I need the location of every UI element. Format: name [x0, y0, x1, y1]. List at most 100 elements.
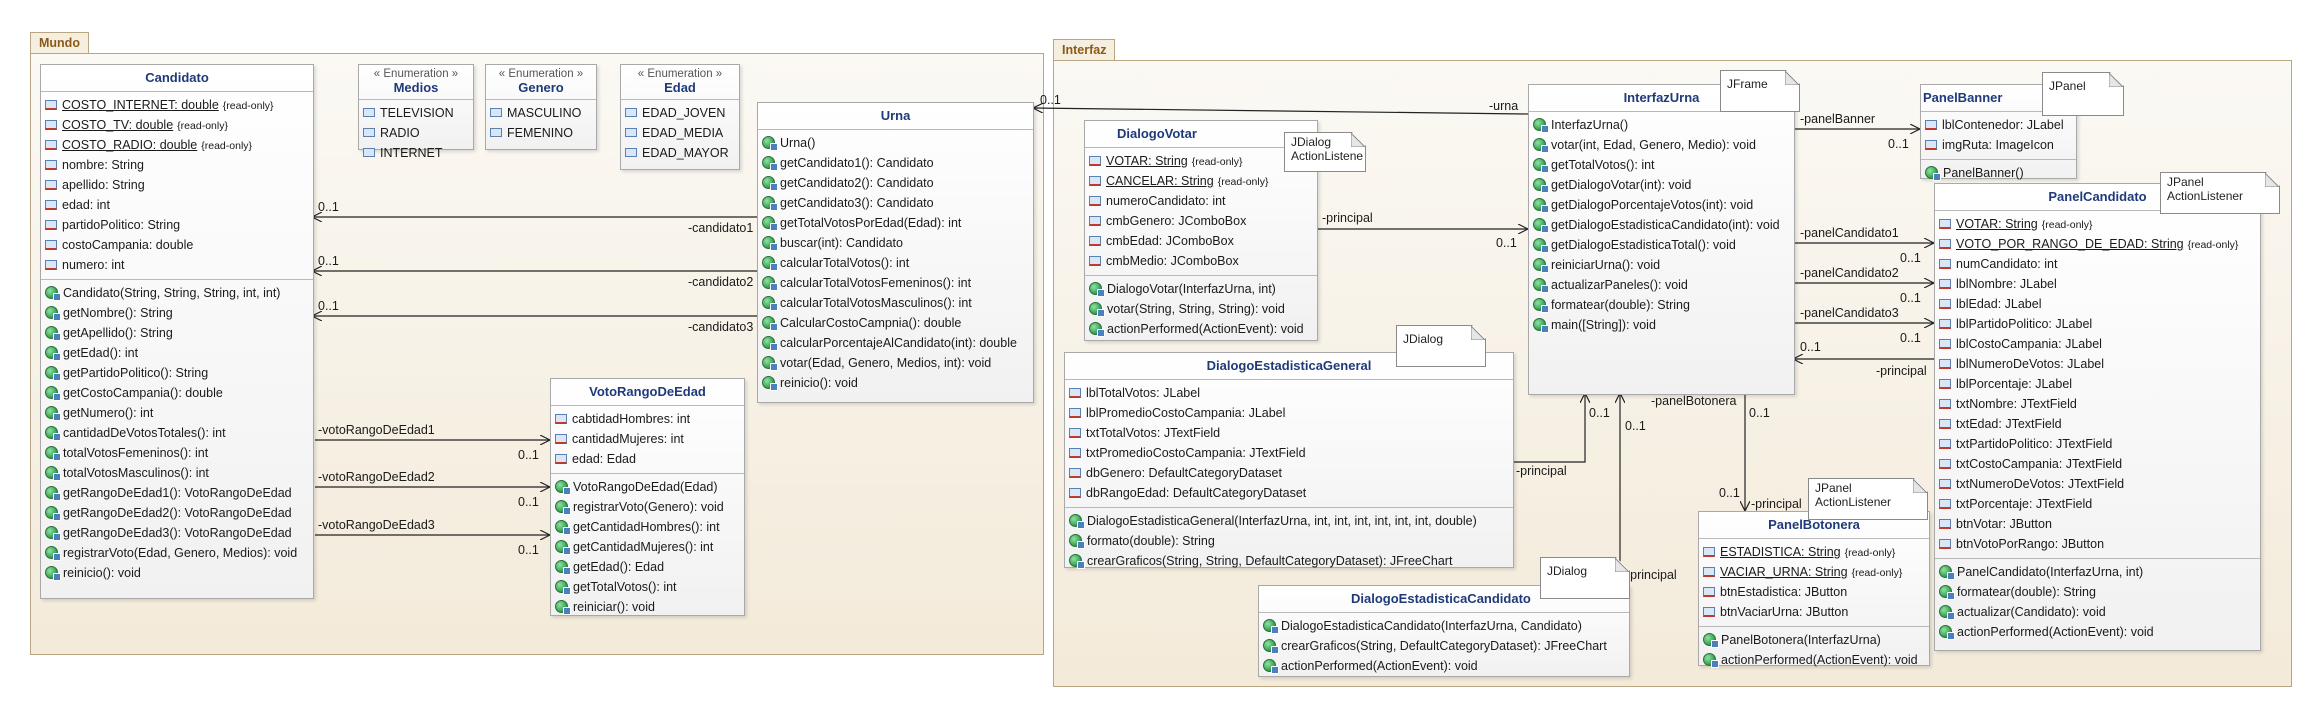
operation-row[interactable]: getRangoDeEdad3(): VotoRangoDeEdad [41, 523, 313, 543]
operation-row[interactable]: getCantidadMujeres(): int [551, 537, 744, 557]
operation-row[interactable]: VotoRangoDeEdad(Edad) [551, 477, 744, 497]
class-panelbotonera[interactable]: PanelBotonera ESTADISTICA: String{read-o… [1698, 511, 1930, 669]
attribute-row[interactable]: txtNumeroDeVotos: JTextField [1935, 474, 2260, 494]
operation-row[interactable]: getCandidato1(): Candidato [758, 153, 1033, 173]
operation-row[interactable]: cantidadDeVotosTotales(): int [41, 423, 313, 443]
operation-row[interactable]: getCandidato2(): Candidato [758, 173, 1033, 193]
enum-literal-row[interactable]: MASCULINO [486, 103, 596, 123]
operation-row[interactable]: getRangoDeEdad2(): VotoRangoDeEdad [41, 503, 313, 523]
operation-row[interactable]: getDialogoPorcentajeVotos(int): void [1529, 195, 1794, 215]
operation-row[interactable]: actualizarPaneles(): void [1529, 275, 1794, 295]
enum-literal-row[interactable]: EDAD_MAYOR [621, 143, 739, 163]
class-dialogovotar[interactable]: DialogoVotar VOTAR: String{read-only}CAN… [1084, 120, 1318, 341]
attribute-row[interactable]: cmbGenero: JComboBox [1085, 211, 1317, 231]
operation-row[interactable]: Candidato(String, String, String, int, i… [41, 283, 313, 303]
operation-row[interactable]: getDialogoEstadisticaCandidato(int): voi… [1529, 215, 1794, 235]
operation-row[interactable]: CalcularCostoCampnia(): double [758, 313, 1033, 333]
operation-row[interactable]: totalVotosFemeninos(): int [41, 443, 313, 463]
operation-row[interactable]: actionPerformed(ActionEvent): void [1259, 656, 1629, 676]
attribute-row[interactable]: lblEdad: JLabel [1935, 294, 2260, 314]
operation-row[interactable]: votar(int, Edad, Genero, Medio): void [1529, 135, 1794, 155]
attribute-row[interactable]: txtNombre: JTextField [1935, 394, 2260, 414]
attribute-row[interactable]: txtPromedioCostoCampania: JTextField [1065, 443, 1513, 463]
attribute-row[interactable]: edad: int [41, 195, 313, 215]
attribute-row[interactable]: partidoPolitico: String [41, 215, 313, 235]
operation-row[interactable]: calcularTotalVotos(): int [758, 253, 1033, 273]
operation-row[interactable]: reinicio(): void [41, 563, 313, 583]
attribute-row[interactable]: edad: Edad [551, 449, 744, 469]
enum-literal-row[interactable]: TELEVISION [359, 103, 473, 123]
operation-row[interactable]: reiniciarUrna(): void [1529, 255, 1794, 275]
operation-row[interactable]: formato(double): String [1065, 531, 1513, 551]
operation-row[interactable]: Urna() [758, 133, 1033, 153]
attribute-row[interactable]: lblPromedioCostoCampania: JLabel [1065, 403, 1513, 423]
class-dialogoestadisticageneral[interactable]: DialogoEstadisticaGeneral lblTotalVotos:… [1064, 352, 1514, 571]
enum-literal-row[interactable]: RADIO [359, 123, 473, 143]
attribute-row[interactable]: btnEstadistica: JButton [1699, 582, 1929, 602]
operation-row[interactable]: getCantidadHombres(): int [551, 517, 744, 537]
attribute-row[interactable]: imgRuta: ImageIcon [1921, 135, 2076, 155]
operation-row[interactable]: calcularTotalVotosFemeninos(): int [758, 273, 1033, 293]
attribute-row[interactable]: txtPartidoPolitico: JTextField [1935, 434, 2260, 454]
operation-row[interactable]: totalVotosMasculinos(): int [41, 463, 313, 483]
attribute-row[interactable]: lblTotalVotos: JLabel [1065, 383, 1513, 403]
attribute-row[interactable]: lblPartidoPolitico: JLabel [1935, 314, 2260, 334]
enum-literal-row[interactable]: INTERNET [359, 143, 473, 163]
attribute-row[interactable]: lblPorcentaje: JLabel [1935, 374, 2260, 394]
operation-row[interactable]: getEdad(): int [41, 343, 313, 363]
enum-literal-row[interactable]: FEMENINO [486, 123, 596, 143]
operation-row[interactable]: getTotalVotosPorEdad(Edad): int [758, 213, 1033, 233]
attribute-row[interactable]: VOTAR: String{read-only} [1085, 151, 1317, 171]
operation-row[interactable]: InterfazUrna() [1529, 115, 1794, 135]
attribute-row[interactable]: txtPorcentaje: JTextField [1935, 494, 2260, 514]
operation-row[interactable]: buscar(int): Candidato [758, 233, 1033, 253]
operation-row[interactable]: reiniciar(): void [551, 597, 744, 617]
attribute-row[interactable]: cmbMedio: JComboBox [1085, 251, 1317, 271]
operation-row[interactable]: getCandidato3(): Candidato [758, 193, 1033, 213]
operation-row[interactable]: getEdad(): Edad [551, 557, 744, 577]
attribute-row[interactable]: ESTADISTICA: String{read-only} [1699, 542, 1929, 562]
operation-row[interactable]: getCostoCampania(): double [41, 383, 313, 403]
attribute-row[interactable]: cmbEdad: JComboBox [1085, 231, 1317, 251]
operation-row[interactable]: DialogoEstadisticaCandidato(InterfazUrna… [1259, 616, 1629, 636]
operation-row[interactable]: registrarVoto(Edad, Genero, Medios): voi… [41, 543, 313, 563]
operation-row[interactable]: crearGraficos(String, String, DefaultCat… [1065, 551, 1513, 571]
attribute-row[interactable]: cabtidadHombres: int [551, 409, 744, 429]
operation-row[interactable]: getNumero(): int [41, 403, 313, 423]
attribute-row[interactable]: VOTO_POR_RANGO_DE_EDAD: String{read-only… [1935, 234, 2260, 254]
operation-row[interactable]: main([String]): void [1529, 315, 1794, 335]
operation-row[interactable]: getPartidoPolitico(): String [41, 363, 313, 383]
operation-row[interactable]: crearGraficos(String, DefaultCategoryDat… [1259, 636, 1629, 656]
operation-row[interactable]: getDialogoEstadisticaTotal(): void [1529, 235, 1794, 255]
operation-row[interactable]: registrarVoto(Genero): void [551, 497, 744, 517]
attribute-row[interactable]: VOTAR: String{read-only} [1935, 214, 2260, 234]
attribute-row[interactable]: btnVotar: JButton [1935, 514, 2260, 534]
attribute-row[interactable]: txtTotalVotos: JTextField [1065, 423, 1513, 443]
operation-row[interactable]: getTotalVotos(): int [1529, 155, 1794, 175]
attribute-row[interactable]: cantidadMujeres: int [551, 429, 744, 449]
attribute-row[interactable]: CANCELAR: String{read-only} [1085, 171, 1317, 191]
attribute-row[interactable]: apellido: String [41, 175, 313, 195]
class-candidato[interactable]: Candidato COSTO_INTERNET: double{read-on… [40, 64, 314, 599]
operation-row[interactable]: getTotalVotos(): int [551, 577, 744, 597]
operation-row[interactable]: actualizar(Candidato): void [1935, 602, 2260, 622]
attribute-row[interactable]: COSTO_TV: double{read-only} [41, 115, 313, 135]
attribute-row[interactable]: txtCostoCampania: JTextField [1935, 454, 2260, 474]
operation-row[interactable]: getDialogoVotar(int): void [1529, 175, 1794, 195]
enum-literal-row[interactable]: EDAD_JOVEN [621, 103, 739, 123]
operation-row[interactable]: reinicio(): void [758, 373, 1033, 393]
attribute-row[interactable]: lblNombre: JLabel [1935, 274, 2260, 294]
class-panelcandidato[interactable]: PanelCandidato VOTAR: String{read-only}V… [1934, 183, 2261, 651]
attribute-row[interactable]: numero: int [41, 255, 313, 275]
operation-row[interactable]: getRangoDeEdad1(): VotoRangoDeEdad [41, 483, 313, 503]
enum-literal-row[interactable]: EDAD_MEDIA [621, 123, 739, 143]
operation-row[interactable]: PanelCandidato(InterfazUrna, int) [1935, 562, 2260, 582]
attribute-row[interactable]: lblNumeroDeVotos: JLabel [1935, 354, 2260, 374]
attribute-row[interactable]: dbRangoEdad: DefaultCategoryDataset [1065, 483, 1513, 503]
attribute-row[interactable]: VACIAR_URNA: String{read-only} [1699, 562, 1929, 582]
operation-row[interactable]: DialogoEstadisticaGeneral(InterfazUrna, … [1065, 511, 1513, 531]
